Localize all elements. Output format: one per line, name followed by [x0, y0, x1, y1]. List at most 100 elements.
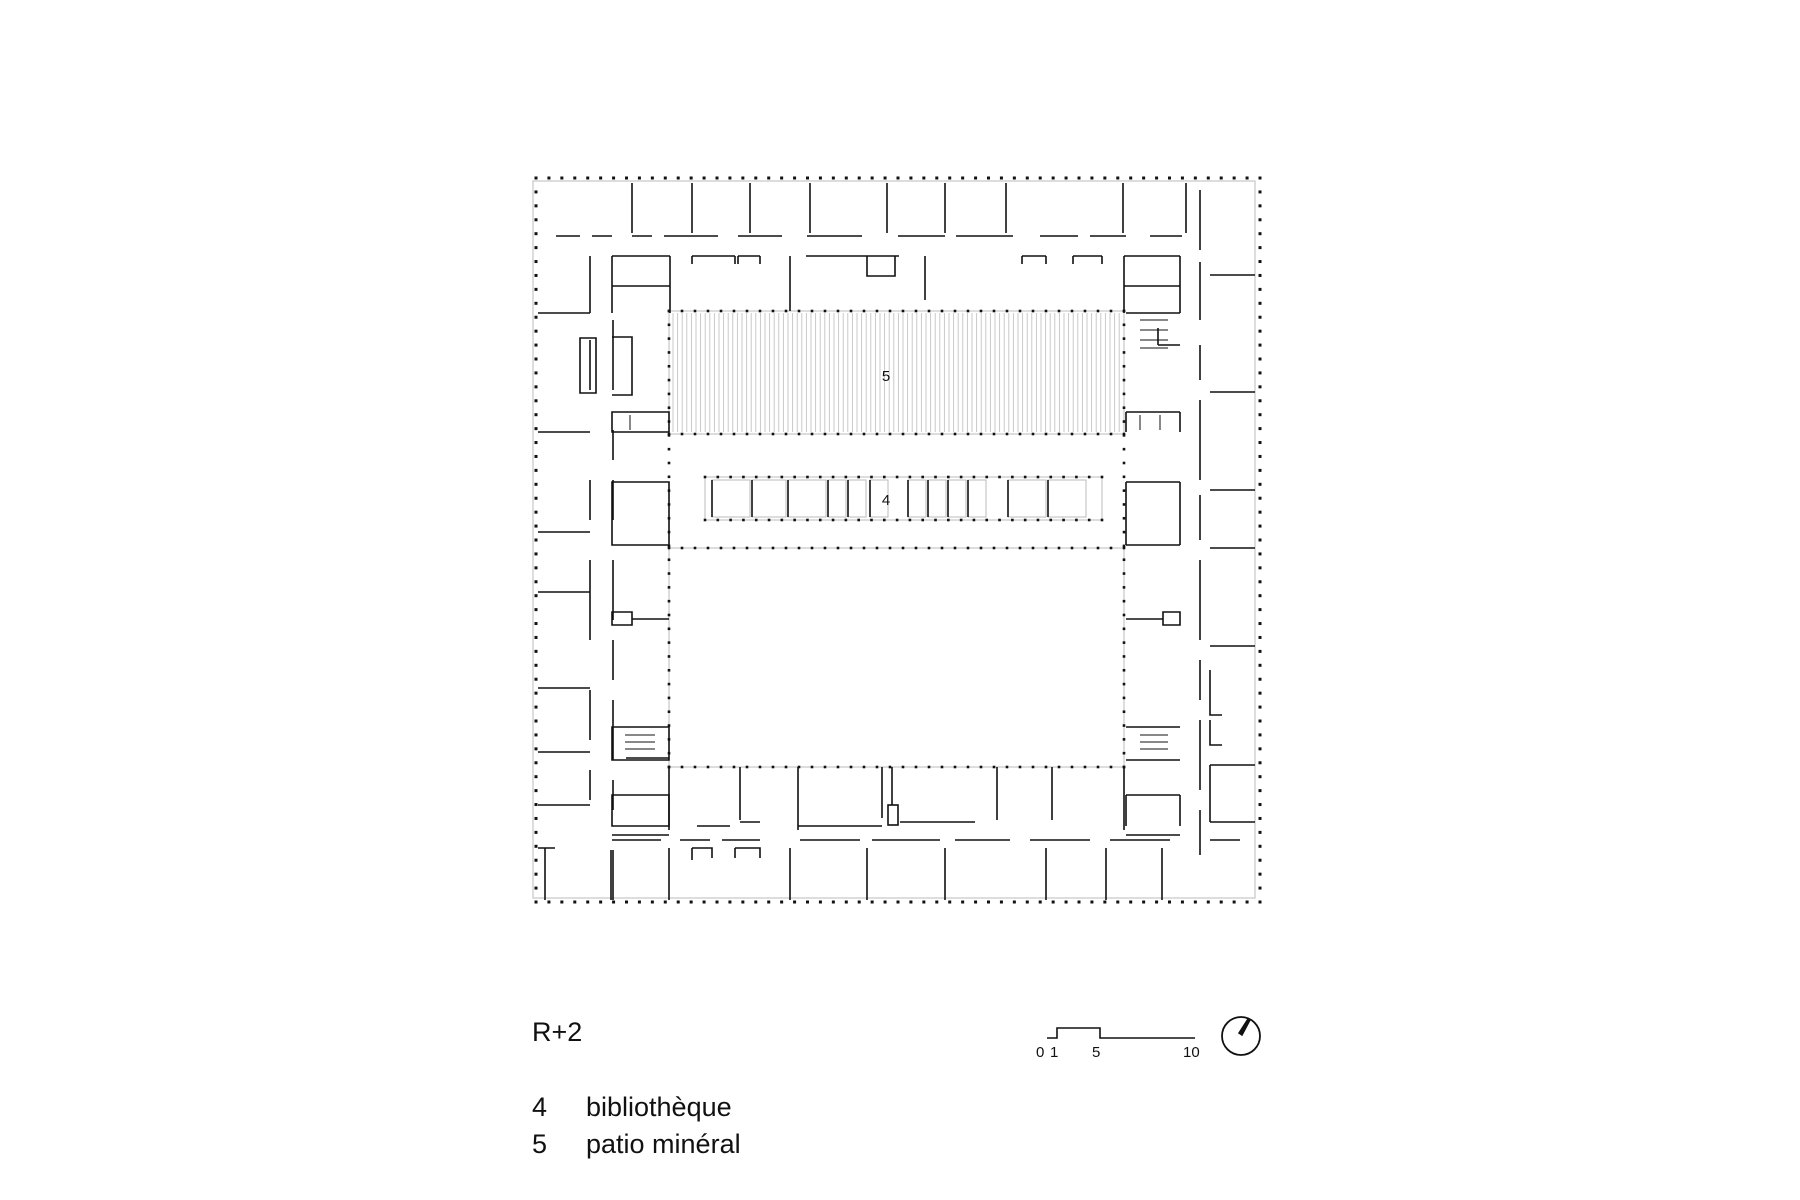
column-dot	[1122, 710, 1126, 714]
column-dot	[732, 309, 736, 313]
column-dot	[1122, 364, 1126, 368]
column-dot	[534, 441, 538, 445]
column-dot	[862, 432, 866, 436]
column-dot	[1258, 677, 1262, 681]
column-dot	[1087, 518, 1091, 522]
column-dot	[732, 546, 736, 550]
column-dot	[1122, 489, 1126, 492]
column-dot	[921, 518, 925, 522]
column-dot	[883, 900, 887, 904]
column-dot	[849, 309, 853, 313]
column-dot	[741, 900, 745, 904]
column-dot	[901, 432, 905, 436]
column-dot	[534, 218, 538, 222]
column-dot	[1258, 413, 1262, 417]
column-dot	[534, 371, 538, 375]
column-dot	[534, 315, 538, 319]
column-dot	[857, 176, 861, 180]
column-dot	[908, 518, 912, 522]
column-dot	[534, 343, 538, 347]
column-dot	[844, 176, 848, 180]
column-dot	[534, 775, 538, 779]
column-dot	[689, 900, 693, 904]
column-dot	[586, 176, 590, 180]
column-dot	[534, 733, 538, 737]
column-dot	[1258, 844, 1262, 848]
column-dot	[1122, 696, 1126, 700]
column-dot	[836, 765, 840, 769]
column-dot	[1122, 516, 1126, 520]
column-dot	[870, 176, 874, 180]
column-dot	[1258, 761, 1262, 765]
column-dot	[1036, 475, 1040, 479]
column-dot	[667, 613, 671, 617]
column-dot	[966, 309, 970, 313]
column-dot	[1258, 719, 1262, 723]
column-dot	[999, 176, 1003, 180]
column-dot	[1258, 608, 1262, 612]
column-dot	[992, 432, 996, 436]
column-dot	[780, 176, 784, 180]
column-dot	[974, 900, 978, 904]
column-dot	[534, 287, 538, 291]
column-dot	[667, 406, 671, 410]
column-dot	[719, 765, 723, 769]
column-dot	[693, 546, 697, 550]
column-dot	[823, 765, 827, 769]
column-dot	[901, 546, 905, 550]
column-dot	[972, 475, 976, 479]
column-dot	[1168, 900, 1171, 904]
column-dot	[823, 432, 827, 436]
column-dot	[706, 309, 710, 313]
column-dot	[534, 886, 538, 890]
column-dot	[667, 475, 671, 479]
column-dot	[818, 900, 822, 904]
shelf	[827, 479, 847, 518]
column-dot	[974, 176, 978, 180]
column-dot	[667, 461, 671, 465]
column-dot	[534, 482, 538, 486]
column-dot	[836, 432, 840, 436]
column-dot	[1044, 765, 1048, 769]
column-dot	[667, 544, 671, 548]
column-dot	[1122, 586, 1126, 589]
column-dot	[728, 900, 732, 904]
building-outline	[532, 180, 1256, 899]
column-dot	[896, 900, 900, 904]
column-dot	[1258, 204, 1262, 208]
column-dot	[1011, 475, 1014, 479]
column-dot	[534, 705, 538, 709]
column-dot	[979, 309, 983, 313]
column-dot	[870, 518, 873, 522]
north-arrow-icon	[1221, 1016, 1261, 1056]
column-dot	[1077, 900, 1081, 904]
column-dot	[1122, 724, 1126, 727]
column-dot	[1122, 323, 1126, 327]
column-dot	[1258, 663, 1262, 667]
column-dot	[806, 176, 809, 180]
column-dot	[935, 176, 939, 180]
column-dot	[1155, 176, 1159, 180]
column-dot	[534, 608, 538, 612]
legend-number: 4	[532, 1092, 548, 1122]
column-dot	[953, 546, 957, 550]
column-dot	[667, 627, 671, 631]
column-dot	[767, 475, 771, 479]
column-dot	[1109, 546, 1113, 550]
column-dot	[1122, 503, 1126, 506]
column-dot	[895, 518, 899, 522]
column-dot	[1103, 176, 1107, 180]
column-dot	[1036, 518, 1040, 522]
column-dot	[1083, 309, 1087, 313]
column-dot	[1232, 900, 1236, 904]
column-dot	[745, 546, 749, 550]
column-dot	[784, 546, 788, 550]
column-dot	[780, 900, 784, 904]
column-dot	[1122, 434, 1126, 437]
column-dot	[534, 329, 538, 333]
column-dot	[992, 546, 996, 550]
column-dot	[1258, 427, 1262, 431]
column-dot	[1005, 309, 1009, 313]
column-dot	[1057, 309, 1061, 313]
